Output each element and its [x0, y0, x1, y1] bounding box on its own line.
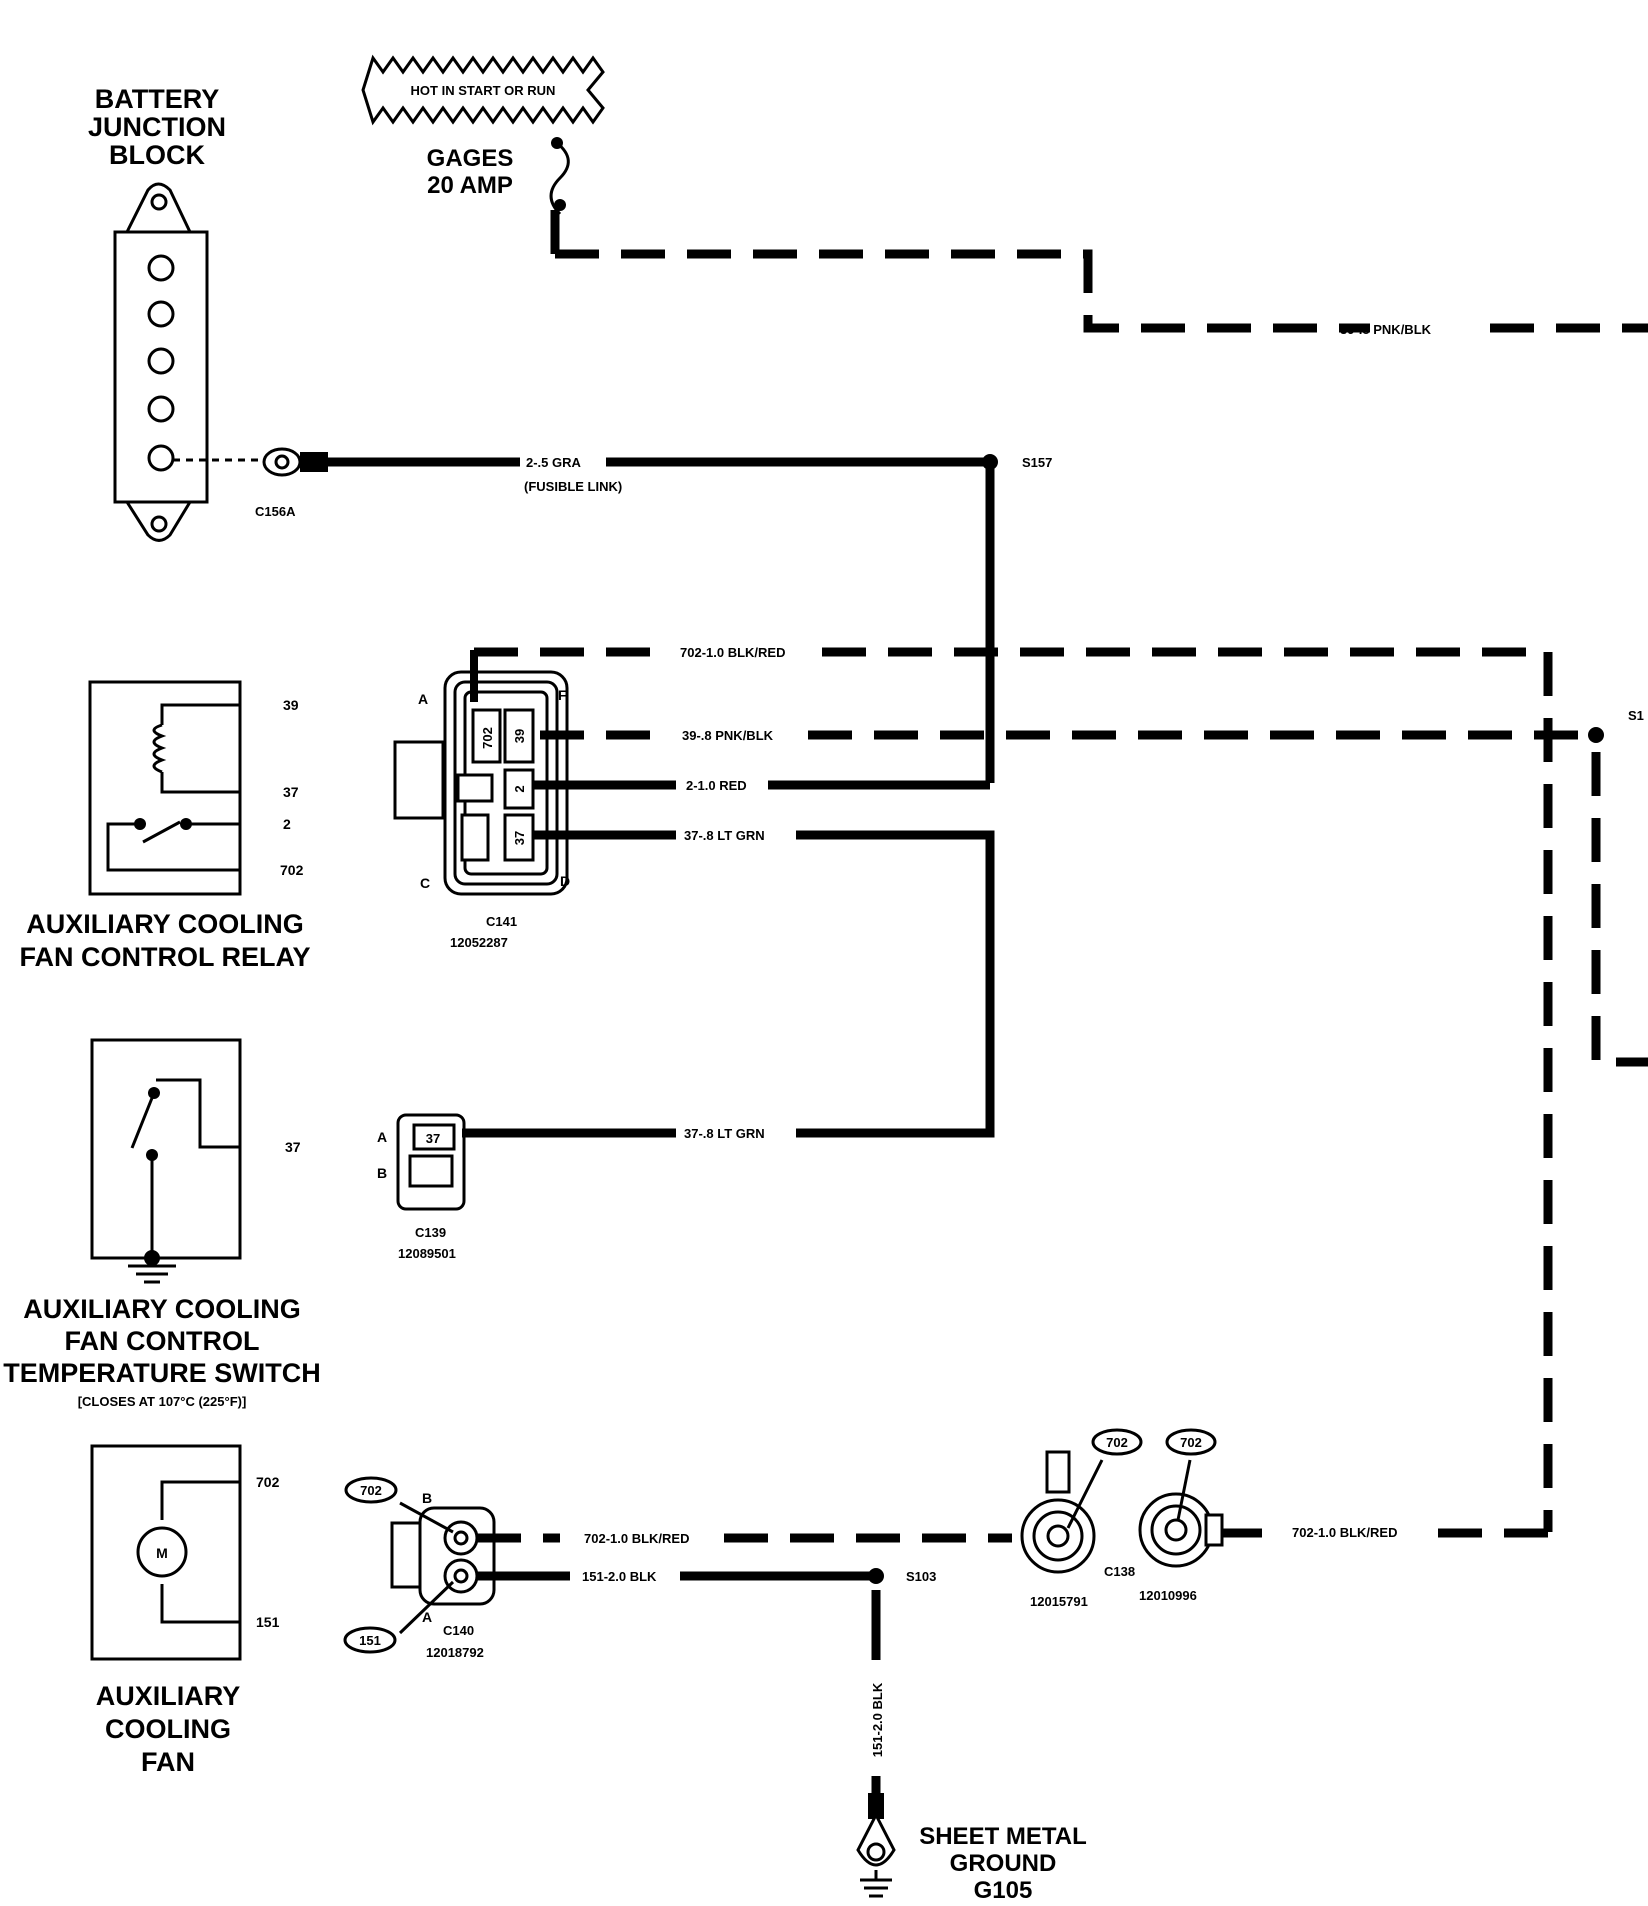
wire-39-top-label: 39-.8 PNK/BLK: [1340, 322, 1432, 337]
c138-tag-702-b: [1165, 1428, 1217, 1456]
c139-cavity-37: 37: [426, 1131, 440, 1146]
wire-39-top-dashed-a: [555, 249, 1370, 333]
c139-label: C139: [415, 1225, 446, 1240]
wire-39-mid-dash-down: [1591, 752, 1648, 1067]
c141-part-number: 12052287: [450, 935, 508, 950]
fuse-hot-label: HOT IN START OR RUN: [411, 83, 556, 98]
c138-label: C138: [1104, 1564, 1135, 1579]
splice-s103-dot: [868, 1568, 884, 1584]
c140-pin-b: B: [422, 1490, 432, 1506]
wire-151-fan-label: 151-2.0 BLK: [582, 1569, 657, 1584]
wire-37-relay-label: 37-.8 LT GRN: [684, 828, 765, 843]
c138-part-number-a: 12015791: [1030, 1594, 1088, 1609]
wire-702-top-dash-b: [822, 647, 1553, 1532]
wire-37-relay-b: [796, 830, 995, 1138]
ground-g105: [856, 1793, 896, 1898]
connector-c139: [396, 1113, 466, 1211]
fusible-link-label: (FUSIBLE LINK): [524, 479, 622, 494]
splice-s103-label: S103: [906, 1569, 936, 1584]
relay-box: [88, 680, 242, 896]
connector-c141: [393, 650, 569, 896]
c138-tag-702-a: [1091, 1428, 1143, 1456]
battery-junction-block: [113, 182, 209, 542]
connector-c156a-label: C156A: [255, 504, 296, 519]
splice-s157-label: S157: [1022, 455, 1052, 470]
ring-terminal-c156a: [262, 447, 328, 477]
c139-pin-a: A: [377, 1129, 387, 1145]
c140-tag-151: [343, 1626, 397, 1654]
connector-c138-b: [1138, 1459, 1224, 1568]
wire-702-top-label: 702-1.0 BLK/RED: [680, 645, 785, 660]
svg-text:702: 702: [1106, 1435, 1128, 1450]
c140-tag-702: [344, 1476, 398, 1504]
c141-pin-a: A: [418, 691, 428, 707]
c141-cavity-39: 39: [512, 729, 527, 743]
wire-702-fan-label: 702-1.0 BLK/RED: [584, 1531, 689, 1546]
fuse-hot-zigzag: [361, 54, 605, 126]
connector-c140: [390, 1501, 496, 1635]
wire-2-red-label: 2-1.0 RED: [686, 778, 747, 793]
splice-edge-label: S1: [1628, 708, 1644, 723]
c141-pin-c: C: [420, 875, 430, 891]
fan-motor-symbol: M: [156, 1545, 168, 1561]
fuse-symbol: [549, 141, 570, 216]
c139-pin-b: B: [377, 1165, 387, 1181]
relay-pin-2: 2: [283, 816, 291, 832]
temp-switch-note: [CLOSES AT 107°C (225°F)]: [78, 1394, 247, 1409]
c138-part-number-b: 12010996: [1139, 1588, 1197, 1603]
splice-edge-dot: [1588, 727, 1604, 743]
svg-text:702: 702: [1180, 1435, 1202, 1450]
svg-text:702: 702: [360, 1483, 382, 1498]
temp-switch-box: [90, 1038, 242, 1284]
relay-pin-702: 702: [280, 862, 304, 878]
wire-702-right-label: 702-1.0 BLK/RED: [1292, 1525, 1397, 1540]
connector-c138-a: [1020, 1450, 1104, 1574]
c141-pin-f: F: [558, 687, 567, 703]
c141-label: C141: [486, 914, 517, 929]
relay-pin-37: 37: [283, 784, 299, 800]
temp-switch-pin-37: 37: [285, 1139, 301, 1155]
c141-cavity-2: 2: [512, 785, 527, 792]
wire-39-mid-label: 39-.8 PNK/BLK: [682, 728, 774, 743]
c141-cavity-37: 37: [512, 831, 527, 845]
fan-pin-702: 702: [256, 1474, 280, 1490]
c141-cavity-702: 702: [480, 727, 495, 749]
c141-pin-d: D: [560, 873, 570, 889]
wire-37-switch-label: 37-.8 LT GRN: [684, 1126, 765, 1141]
c140-label: C140: [443, 1623, 474, 1638]
wire-151-ground-label: 151-2.0 BLK: [870, 1682, 885, 1757]
relay-pin-39: 39: [283, 697, 299, 713]
c140-pin-a: A: [422, 1609, 432, 1625]
wire-2-gra-label: 2-.5 GRA: [526, 455, 582, 470]
c139-part-number: 12089501: [398, 1246, 456, 1261]
svg-text:151: 151: [359, 1633, 381, 1648]
c140-part-number: 12018792: [426, 1645, 484, 1660]
fan-box: [90, 1444, 242, 1661]
fan-pin-151: 151: [256, 1614, 280, 1630]
